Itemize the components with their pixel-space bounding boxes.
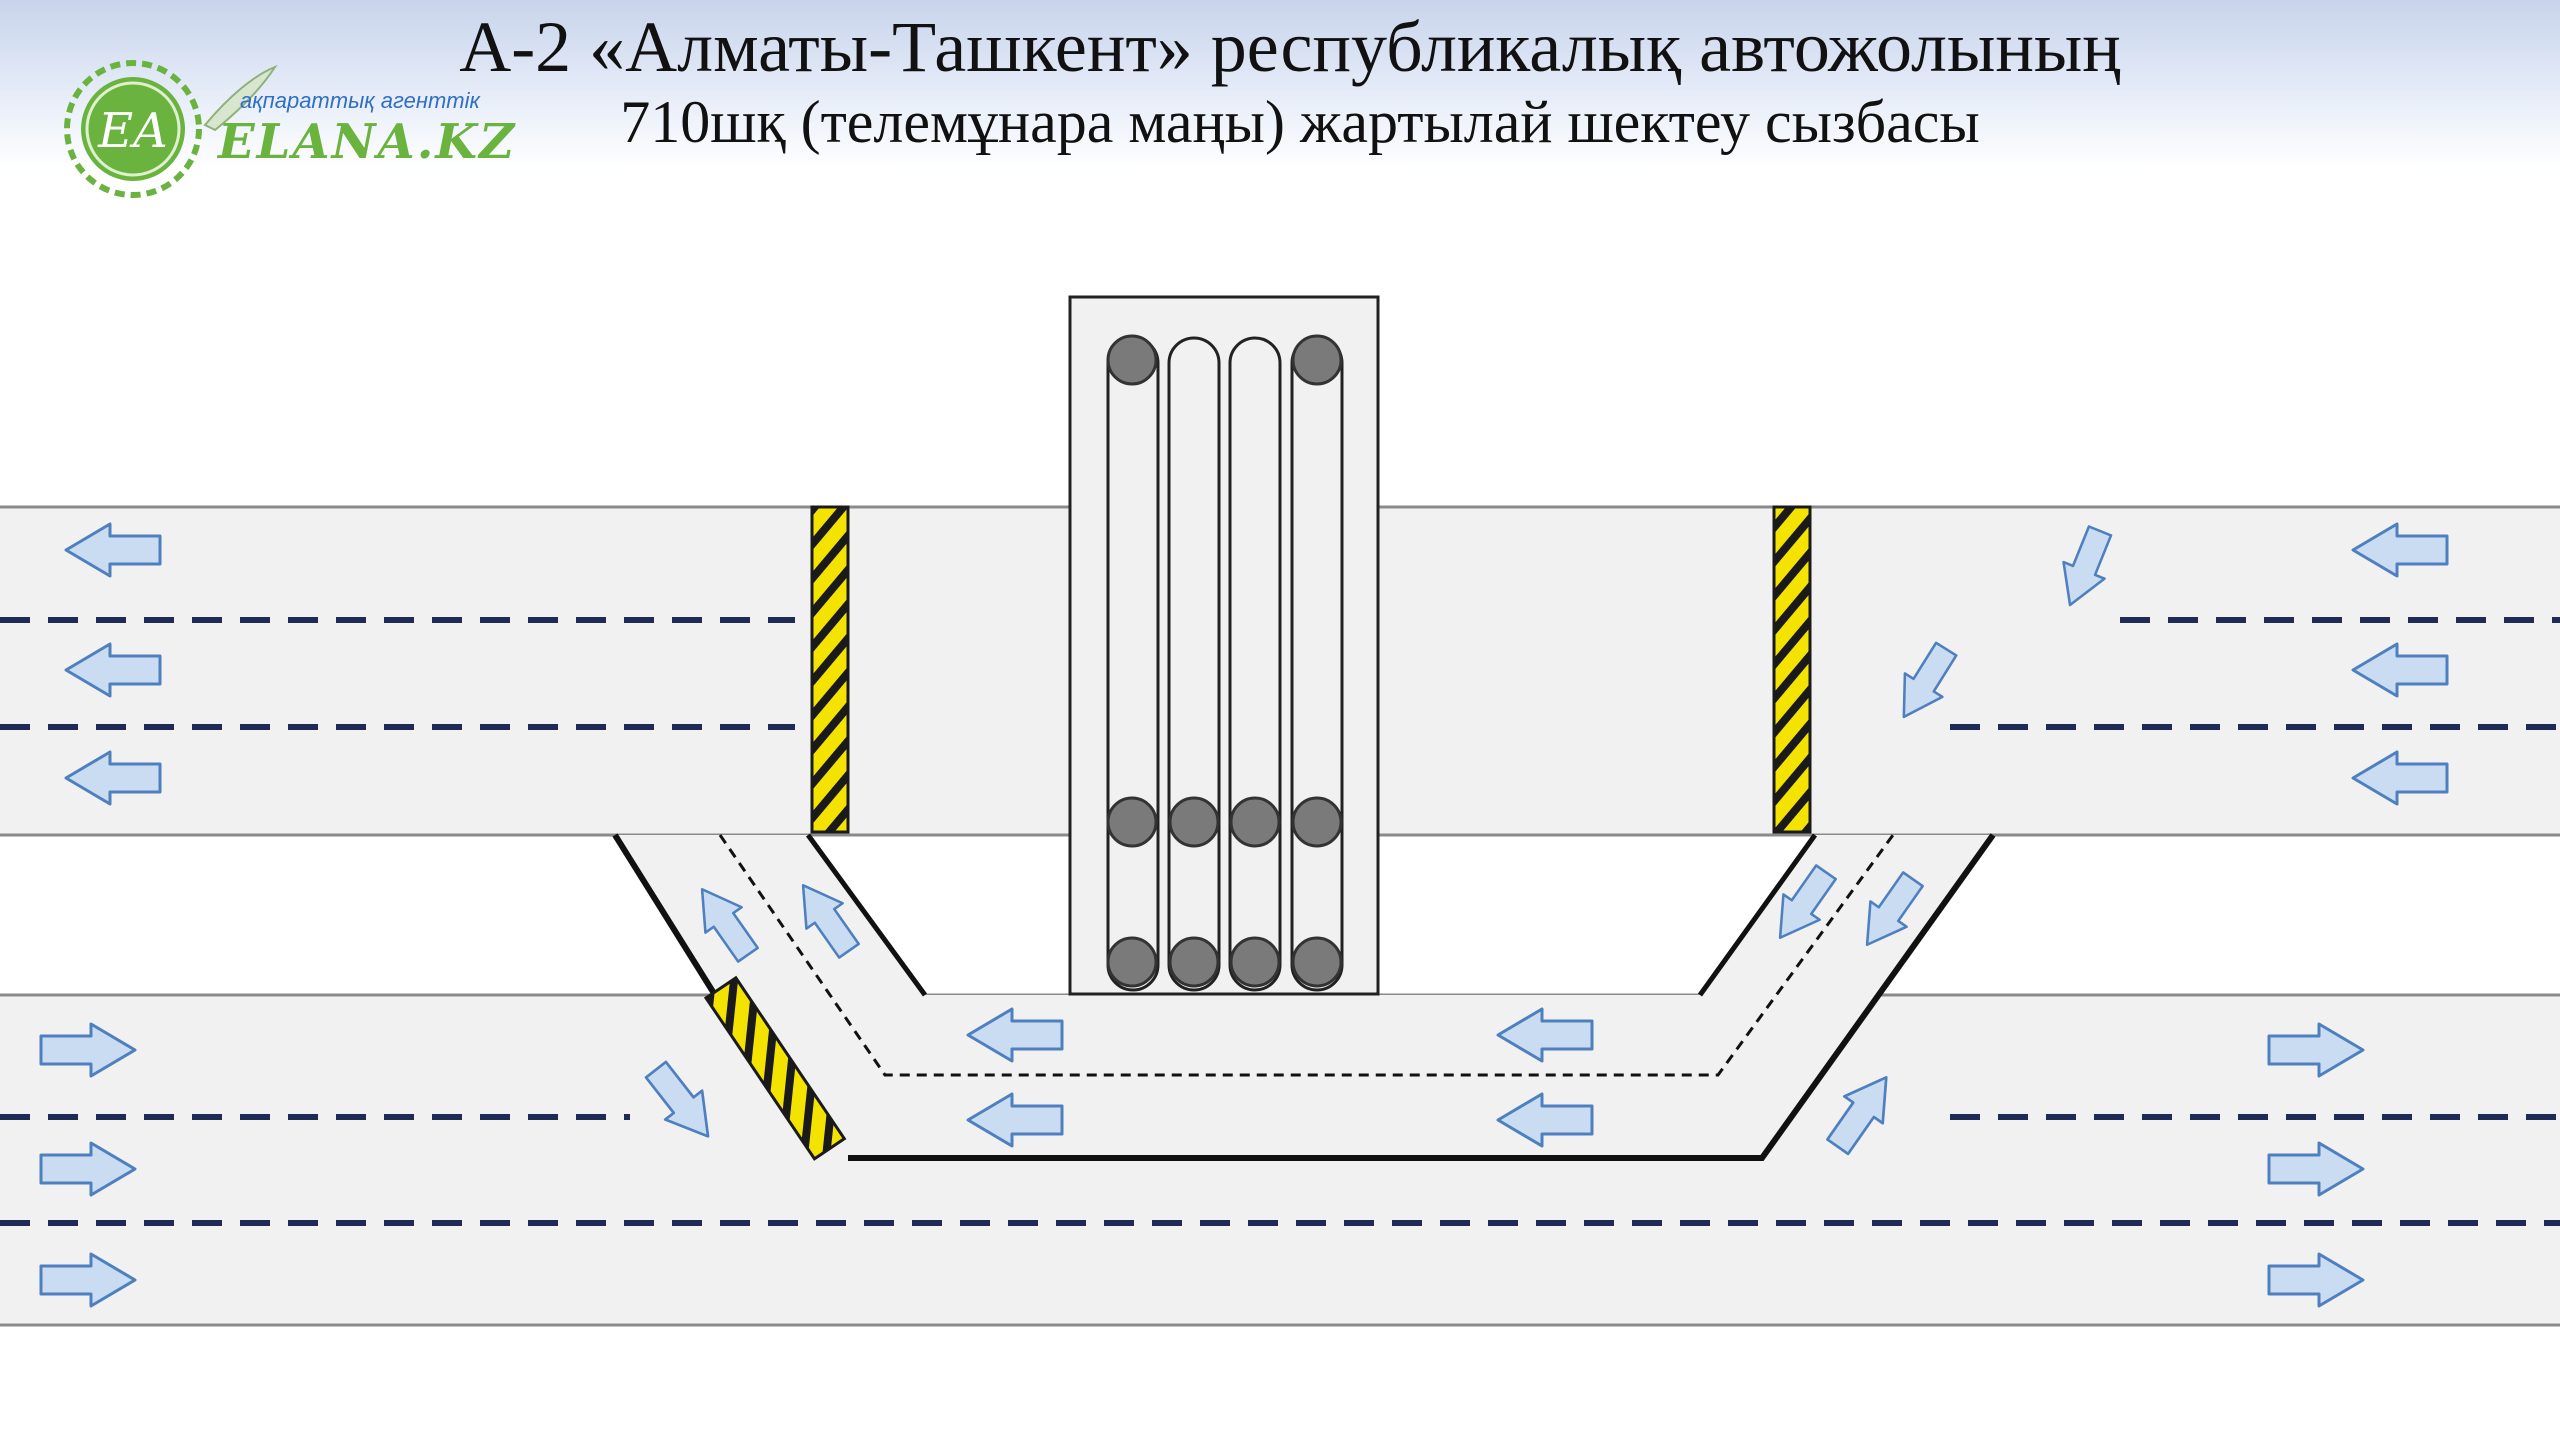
- detour-centerline: [718, 834, 1895, 1077]
- upper-lane-markings: [0, 617, 2560, 730]
- logo-monogram: EA: [97, 103, 168, 159]
- tv-tower-overpass: [1068, 295, 1380, 996]
- diagram-subtitle: 710шқ (телемұнара маңы) жартылай шектеу …: [620, 89, 1980, 155]
- lamp-circle: [1106, 796, 1158, 848]
- lamp-circle: [1229, 796, 1281, 848]
- logo-emblem-icon: EA: [64, 60, 202, 198]
- logo-name: ELANA.KZ: [218, 114, 517, 170]
- lamp-circle: [1106, 936, 1158, 988]
- diagram-title: А-2 «Алматы-Ташкент» республикалық автож…: [459, 7, 2121, 87]
- lamp-circle: [1229, 936, 1281, 988]
- lamp-circle: [1291, 334, 1343, 386]
- detour-outer-border: [612, 833, 718, 997]
- feather-icon: [203, 64, 278, 132]
- detour-inner-left-border: [805, 833, 928, 997]
- detour-outer-border-lower: [848, 833, 1996, 1161]
- lamp-circle: [1168, 796, 1220, 848]
- detour-inner-right-border: [1697, 833, 1818, 997]
- barrier-right: [1772, 505, 1812, 834]
- header-band: [0, 0, 2560, 170]
- lower-lane-markings: [0, 1114, 2560, 1226]
- elana-logo: EA: [64, 60, 278, 198]
- barrier-ramp: [703, 975, 847, 1161]
- logo-caption: ақпараттық агенттік: [240, 88, 480, 113]
- lamp-circle: [1291, 796, 1343, 848]
- lamp-circle: [1106, 334, 1158, 386]
- barrier-left: [810, 505, 850, 834]
- lamp-circle: [1168, 936, 1220, 988]
- lamp-circle: [1291, 936, 1343, 988]
- detour-roadway: [615, 835, 1993, 1158]
